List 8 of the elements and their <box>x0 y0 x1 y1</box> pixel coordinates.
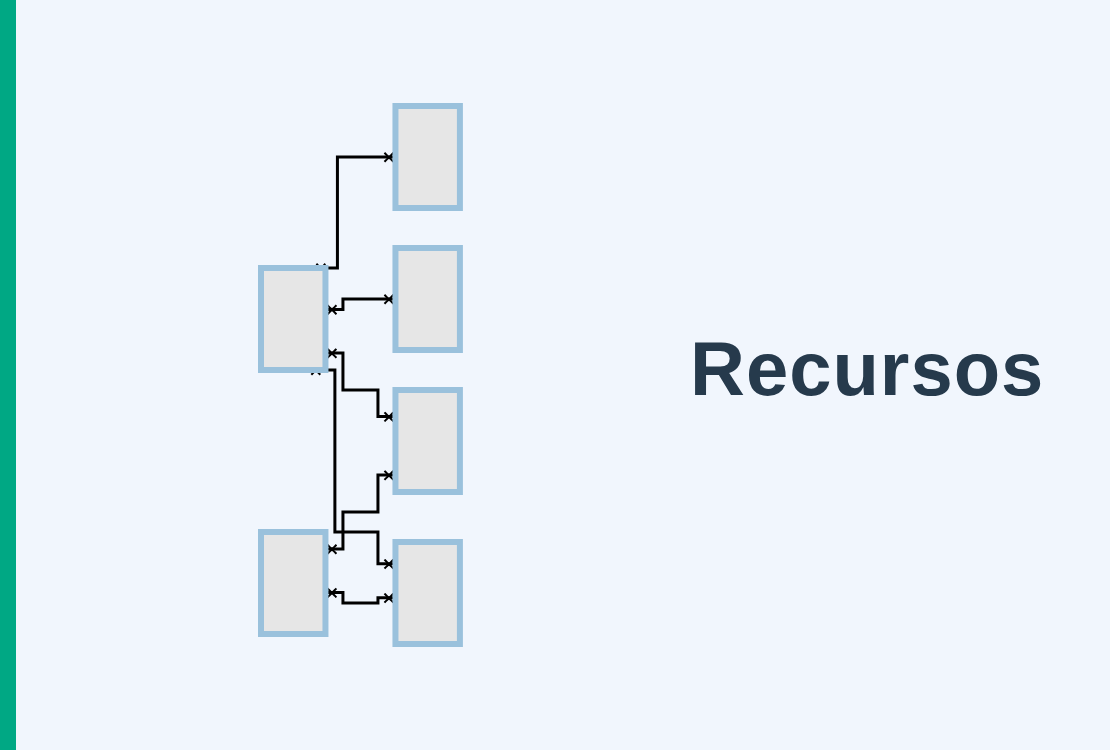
node-box <box>392 539 463 647</box>
node-box <box>257 529 328 637</box>
connector <box>325 469 395 555</box>
node-box <box>392 103 463 211</box>
node-box <box>392 245 463 353</box>
node-box <box>392 387 463 495</box>
node-box <box>257 265 328 373</box>
title: Recursos <box>690 325 1045 412</box>
